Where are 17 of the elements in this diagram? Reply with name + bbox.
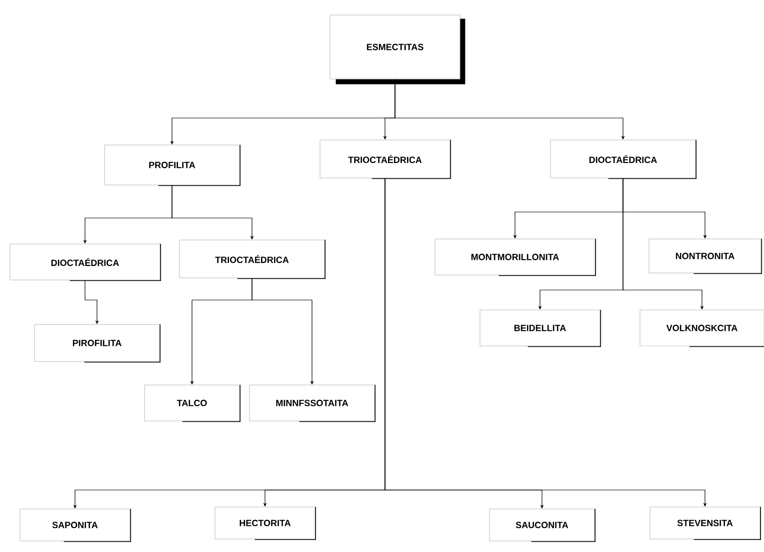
- mineral-box: DIOCTAÉDRICA: [550, 139, 696, 179]
- mineral-box: BEIDELLITA: [480, 309, 601, 347]
- title-box: ESMECTITAS: [330, 14, 466, 84]
- mineral-box: MINNFSSOTAITA: [249, 384, 376, 422]
- mineral-box: PIROFILITA: [34, 324, 160, 362]
- mineral-box: STEVENSITA: [650, 506, 761, 540]
- mineral-box: SAUCONITA: [489, 508, 596, 542]
- mineral-box: VOLKNOSKCITA: [640, 309, 764, 347]
- mineral-box: NONTRONITA: [648, 238, 762, 274]
- mineral-box: DIOCTAÉDRICA: [10, 243, 162, 281]
- mineral-box: PROFILITA: [104, 144, 240, 186]
- mineral-box: TRIOCTAÉDRICA: [179, 239, 326, 279]
- mineral-box: TRIOCTAÉDRICA: [320, 139, 451, 179]
- mineral-box: HECTORITA: [214, 506, 316, 540]
- mineral-box: MONTMORILLONITA: [434, 238, 596, 276]
- mineral-box: TALCO: [144, 384, 240, 422]
- mineral-box: SAPONITA: [20, 508, 131, 542]
